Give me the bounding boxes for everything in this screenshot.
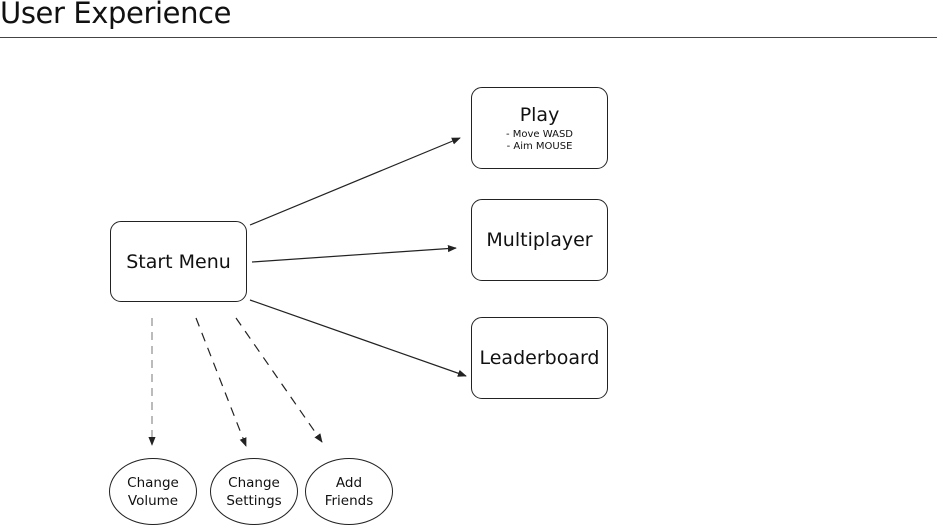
multiplayer-node: Multiplayer xyxy=(471,199,608,281)
play-label: Play xyxy=(519,103,560,126)
start-menu-node: Start Menu xyxy=(110,221,247,302)
arrow-start-to-change-settings xyxy=(195,317,247,447)
leaderboard-label: Leaderboard xyxy=(479,347,600,369)
arrow-start-to-add-friends xyxy=(235,317,323,443)
add-friends-label: Add Friends xyxy=(324,474,374,509)
title-divider xyxy=(0,37,937,38)
play-node: Play - Move WASD - Aim MOUSE xyxy=(471,87,608,169)
arrow-start-to-multiplayer xyxy=(251,244,457,263)
change-volume-node: Change Volume xyxy=(109,458,197,525)
play-controls-list: - Move WASD - Aim MOUSE xyxy=(506,129,573,153)
change-settings-label: Change Settings xyxy=(226,474,282,509)
start-menu-label: Start Menu xyxy=(126,250,231,273)
page-title: User Experience xyxy=(0,0,232,30)
play-control-aim: - Aim MOUSE xyxy=(506,140,573,152)
leaderboard-node: Leaderboard xyxy=(471,317,608,399)
change-settings-node: Change Settings xyxy=(210,458,298,525)
arrow-start-to-leaderboard xyxy=(249,299,467,377)
play-control-move: - Move WASD xyxy=(505,128,573,140)
arrow-start-to-play xyxy=(249,137,461,226)
change-volume-label: Change Volume xyxy=(127,474,179,509)
add-friends-node: Add Friends xyxy=(305,458,393,525)
multiplayer-label: Multiplayer xyxy=(486,229,593,251)
